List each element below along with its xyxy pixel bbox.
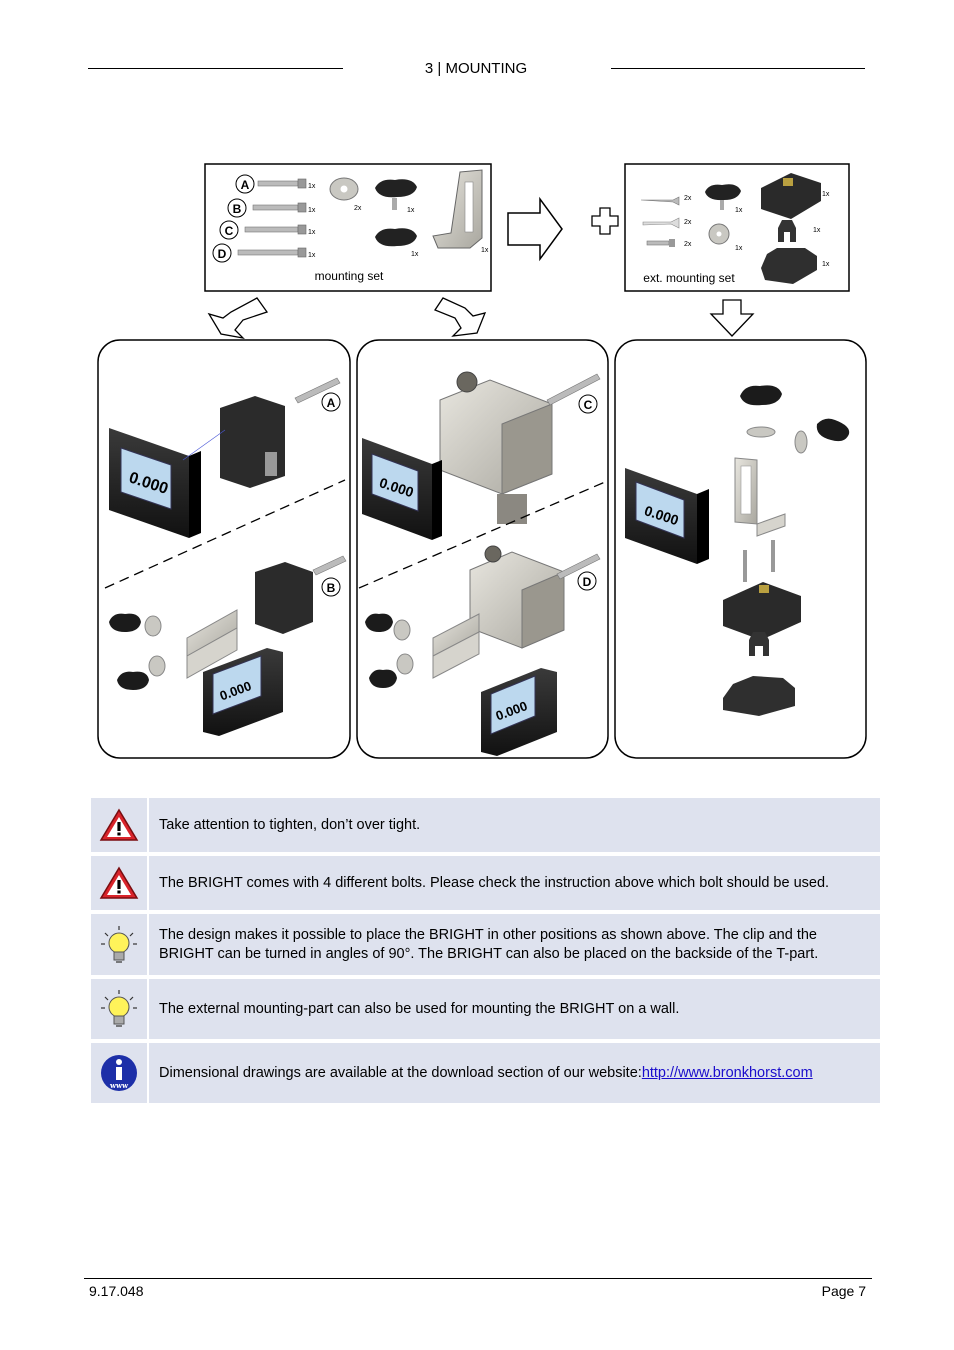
svg-text:C: C: [584, 398, 593, 412]
flow-meter-body: [469, 545, 565, 649]
svg-text:A: A: [327, 396, 336, 410]
svg-text:1x: 1x: [735, 207, 743, 214]
svg-text:1x: 1x: [411, 251, 419, 258]
bolt-a-icon: A: [294, 377, 341, 412]
page-number: Page 7: [821, 1283, 866, 1299]
svg-text:1x: 1x: [308, 207, 316, 214]
bracket-icon: 1x: [432, 169, 489, 254]
bolt-b: B 1x: [227, 198, 316, 218]
arrow-right-icon: [507, 196, 563, 262]
note-text: The external mounting-part can also be u…: [159, 1000, 680, 1017]
svg-text:mounting set: mounting set: [315, 269, 384, 283]
panel-ext-mounting: 0.000: [614, 339, 867, 759]
bolt-c-icon: C: [546, 373, 601, 414]
lightbulb-icon: [91, 914, 149, 975]
footer-rule: [84, 1278, 872, 1279]
note-tip: The design makes it possible to place th…: [91, 914, 880, 975]
bright-device: 0.000: [203, 648, 283, 736]
note-text: Dimensional drawings are available at th…: [149, 1043, 880, 1103]
bright-device: 0.000: [625, 468, 709, 564]
screw-icon: 2x: [640, 195, 692, 206]
header-rule-right: [611, 68, 865, 69]
bolt-d: D 1x: [212, 243, 316, 263]
website-link[interactable]: http://www.bronkhorst.com: [641, 1064, 813, 1081]
svg-text:A: A: [241, 178, 250, 192]
panel-bolt-c-d: C 0.000 D 0.000: [356, 339, 609, 759]
svg-text:2x: 2x: [354, 205, 362, 212]
svg-text:D: D: [218, 247, 227, 261]
note-text: The design makes it possible to place th…: [159, 926, 819, 962]
svg-text:1x: 1x: [822, 261, 830, 268]
wall-plug-icon: 2x: [642, 217, 692, 229]
bright-device: 0.000: [481, 668, 557, 756]
svg-text:1x: 1x: [308, 183, 316, 190]
bright-device: 0.000: [109, 428, 201, 538]
arrow-down-left-icon: [207, 297, 269, 340]
mounting-illustration: A 1x B 1x C 1x D 1x: [95, 160, 870, 762]
info-www-icon: www: [91, 1043, 149, 1103]
panel-bolt-a-b: 0.000 A B 0.000: [97, 339, 351, 759]
washer-icon: 1x: [708, 223, 743, 252]
note-text: Take attention to tighten, don’t over ti…: [159, 816, 421, 833]
plus-icon: [591, 207, 619, 235]
svg-text:C: C: [225, 224, 234, 238]
clip-base-icon: 1x: [761, 248, 830, 284]
warning-icon: [91, 798, 149, 852]
bolt-a: A 1x: [235, 174, 316, 194]
svg-text:1x: 1x: [735, 245, 743, 252]
bolt-b-icon: B: [312, 555, 347, 597]
bright-device: 0.000: [362, 438, 442, 540]
note-tip: The external mounting-part can also be u…: [91, 979, 880, 1039]
adapter-block: [255, 562, 313, 634]
note-warning: Take attention to tighten, don’t over ti…: [91, 798, 880, 852]
adapter-block: [220, 396, 285, 488]
svg-text:D: D: [583, 575, 592, 589]
warning-icon: [91, 856, 149, 910]
doc-number: 9.17.048: [89, 1283, 144, 1299]
bolt-c: C 1x: [219, 220, 316, 240]
svg-text:B: B: [233, 202, 242, 216]
note-info: www Dimensional drawings are available a…: [91, 1043, 880, 1103]
short-bolt-icon: 2x: [646, 239, 692, 248]
svg-text:www: www: [109, 1081, 129, 1090]
note-warning: The BRIGHT comes with 4 different bolts.…: [91, 856, 880, 910]
knob-icon: 1x: [705, 184, 743, 214]
svg-text:ext. mounting set: ext. mounting set: [643, 271, 735, 285]
svg-text:1x: 1x: [481, 247, 489, 254]
svg-text:2x: 2x: [684, 195, 692, 202]
lightbulb-icon: [91, 979, 149, 1039]
svg-text:1x: 1x: [822, 191, 830, 198]
knob-icon: 1x 1x: [375, 179, 419, 258]
flow-meter-body: [439, 371, 553, 524]
svg-text:1x: 1x: [308, 229, 316, 236]
t-part-icon: 1x: [761, 173, 830, 219]
mounting-set-box: A 1x B 1x C 1x D 1x: [204, 163, 492, 292]
note-info-text: Dimensional drawings are available at th…: [159, 1064, 642, 1081]
svg-text:B: B: [327, 581, 336, 595]
arrow-down-middle-icon: [434, 297, 487, 337]
svg-text:2x: 2x: [684, 219, 692, 226]
washer-icon: 2x: [329, 177, 362, 212]
svg-text:1x: 1x: [407, 207, 415, 214]
svg-text:1x: 1x: [308, 252, 316, 259]
note-text: The BRIGHT comes with 4 different bolts.…: [159, 874, 830, 891]
svg-text:2x: 2x: [684, 241, 692, 248]
clip-icon: 1x: [778, 220, 821, 242]
arrow-down-right-icon: [709, 299, 755, 337]
bolt-d-icon: D: [556, 553, 601, 591]
header-rule-left: [88, 68, 343, 69]
page-title: 3 | MOUNTING: [424, 60, 528, 77]
svg-text:1x: 1x: [813, 227, 821, 234]
notes-list: Take attention to tighten, don’t over ti…: [91, 798, 880, 1107]
ext-mounting-set-box: 2x 2x 2x 1x 1x 1x 1x: [624, 163, 850, 292]
